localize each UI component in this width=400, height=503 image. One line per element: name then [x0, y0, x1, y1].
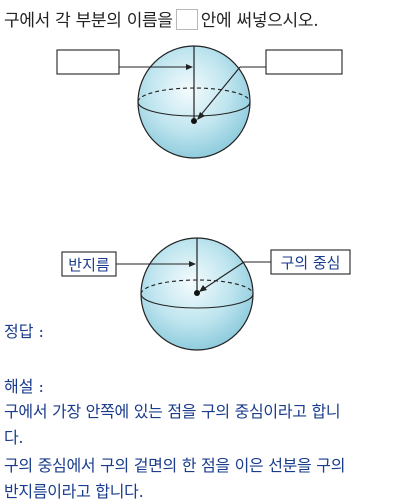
arrow-right-icon: [189, 261, 196, 267]
answer-heading: 정답 :: [4, 322, 44, 341]
center-point: [194, 290, 200, 296]
answer-label-radius: 반지름: [68, 255, 110, 274]
question-text: 구에서 각 부분의 이름을 안에 써넣으시오.: [4, 6, 319, 31]
answer-box-right: [265, 49, 343, 75]
answer-box-left: [61, 251, 117, 277]
arrow-down-left-icon: [199, 285, 207, 292]
explanation-line: 구의 중심에서 구의 겉면의 한 점을 이은 선분을 구의: [4, 456, 346, 475]
arrow-down-left-icon: [197, 112, 205, 120]
answer-box-right: [270, 249, 351, 275]
pointer-line-right-d: [199, 66, 241, 117]
equator-front: [140, 293, 254, 309]
arrow-right-icon: [186, 64, 193, 70]
explanation-line: 반지름이라고 합니다.: [4, 482, 144, 501]
explanation-heading: 해설 :: [4, 377, 44, 396]
explanation-line: 다.: [4, 428, 24, 447]
explanation-line: 구에서 가장 안쪽에 있는 점을 구의 중심이라고 합니: [4, 402, 341, 421]
answer-label-center: 구의 중심: [280, 253, 341, 272]
pointer-line-right-d: [201, 261, 245, 291]
question-sphere-diagram: [56, 45, 343, 159]
question-text-after: 안에 써넣으시오.: [200, 11, 319, 31]
inline-answer-box: [175, 9, 198, 30]
answer-box-left: [56, 49, 120, 75]
answer-sphere-diagram: [61, 237, 351, 351]
question-text-before: 구에서 각 부분의 이름을: [4, 11, 173, 31]
center-point: [191, 118, 197, 124]
